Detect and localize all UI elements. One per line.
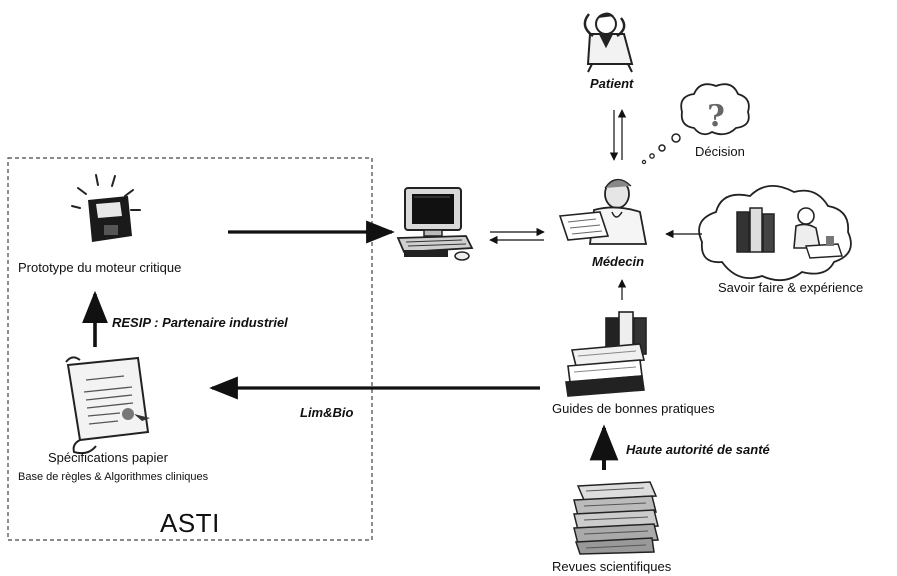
floppy-disk-icon <box>71 174 141 242</box>
doctor-icon <box>558 178 648 245</box>
edge-limbio-label: Lim&Bio <box>300 405 354 420</box>
node-specs-sub-label: Base de règles & Algorithmes cliniques <box>18 471 209 483</box>
svg-text:?: ? <box>707 99 725 134</box>
document-scroll-icon <box>65 356 150 455</box>
node-prototype-label: Prototype du moteur critique <box>18 260 182 275</box>
question-cloud-icon: ? <box>641 83 750 165</box>
asti-label: ASTI <box>160 508 220 538</box>
node-decision-label: Décision <box>695 144 745 159</box>
papers-stack-icon <box>573 481 659 555</box>
books-icon <box>565 311 647 397</box>
computer-icon <box>396 187 474 261</box>
edge-resip-label: RESIP : Partenaire industriel <box>112 315 288 330</box>
node-guides-label: Guides de bonnes pratiques <box>552 401 715 416</box>
knowledge-cloud-icon <box>698 185 852 282</box>
node-savoir-label: Savoir faire & expérience <box>718 280 864 295</box>
asti-boundary <box>7 157 373 541</box>
edge-has-label: Haute autorité de santé <box>626 442 770 457</box>
patient-person-icon <box>583 12 634 73</box>
node-patient-label: Patient <box>590 76 634 91</box>
node-specs-label: Spécifications papier <box>48 450 168 465</box>
node-revues-label: Revues scientifiques <box>552 559 672 574</box>
node-medecin-label: Médecin <box>592 254 645 269</box>
